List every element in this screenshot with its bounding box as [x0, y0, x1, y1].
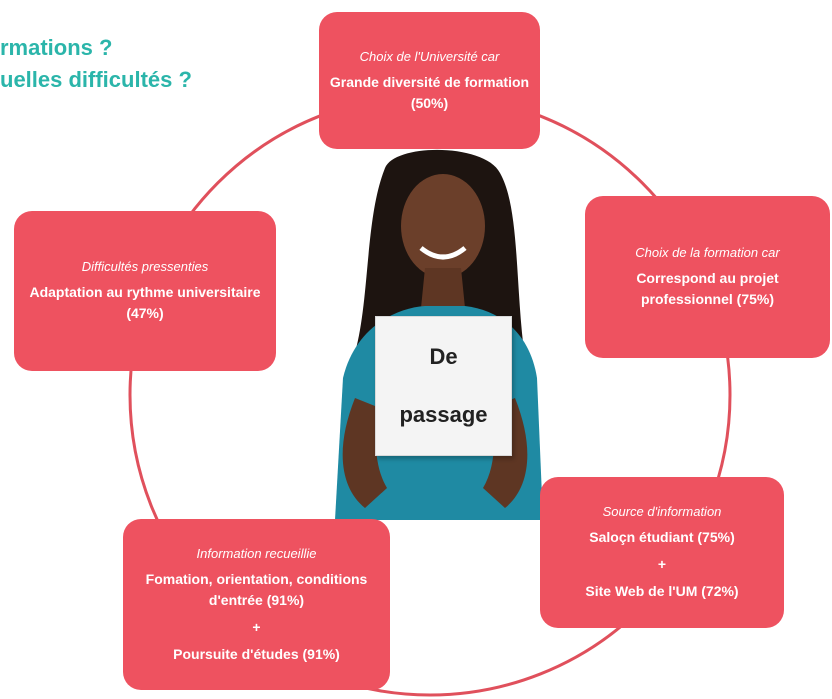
face: [401, 174, 485, 278]
sign-word-1: De: [429, 344, 458, 369]
card-value: Grande diversité de formation (50%): [329, 73, 530, 111]
neck: [421, 268, 465, 308]
card-value-2: Site Web de l'UM (72%): [585, 583, 739, 599]
card-plus: +: [657, 556, 667, 572]
smile: [419, 246, 467, 260]
card-value-2: Poursuite d'études (91%): [173, 645, 340, 662]
card-value: Correspond au projet professionnel (75%): [636, 270, 779, 307]
card-difficultes: Difficultés pressenties Adaptation au ry…: [14, 211, 276, 371]
card-caption: Information recueillie: [196, 545, 317, 561]
card-choix-formation: Choix de la formation car Correspond au …: [585, 196, 830, 358]
card-caption: Choix de la formation car: [635, 245, 780, 260]
card-value: Adaptation au rythme universitaire (47%): [29, 284, 261, 321]
heading-line-2: uelles difficultés ?: [0, 67, 192, 92]
sign-word-2: passage: [399, 402, 488, 427]
card-value: Saloçn étudiant (75%): [589, 529, 735, 545]
sign-board: De passage: [375, 316, 512, 456]
heading-line-1: rmations ?: [0, 35, 113, 60]
heading: rmations ? uelles difficultés ?: [0, 32, 192, 96]
card-caption: Choix de l'Université car: [359, 48, 500, 64]
card-source-information: Source d'information Saloçn étudiant (75…: [540, 477, 784, 628]
card-caption: Source d'information: [602, 504, 722, 519]
card-information-recueillie: Information recueillie Fomation, orienta…: [123, 519, 390, 690]
card-choix-universite: Choix de l'Université car Grande diversi…: [319, 12, 540, 149]
card-value: Fomation, orientation, conditions d'entr…: [145, 570, 368, 608]
card-plus: +: [252, 618, 261, 635]
card-caption: Difficultés pressenties: [81, 259, 209, 274]
